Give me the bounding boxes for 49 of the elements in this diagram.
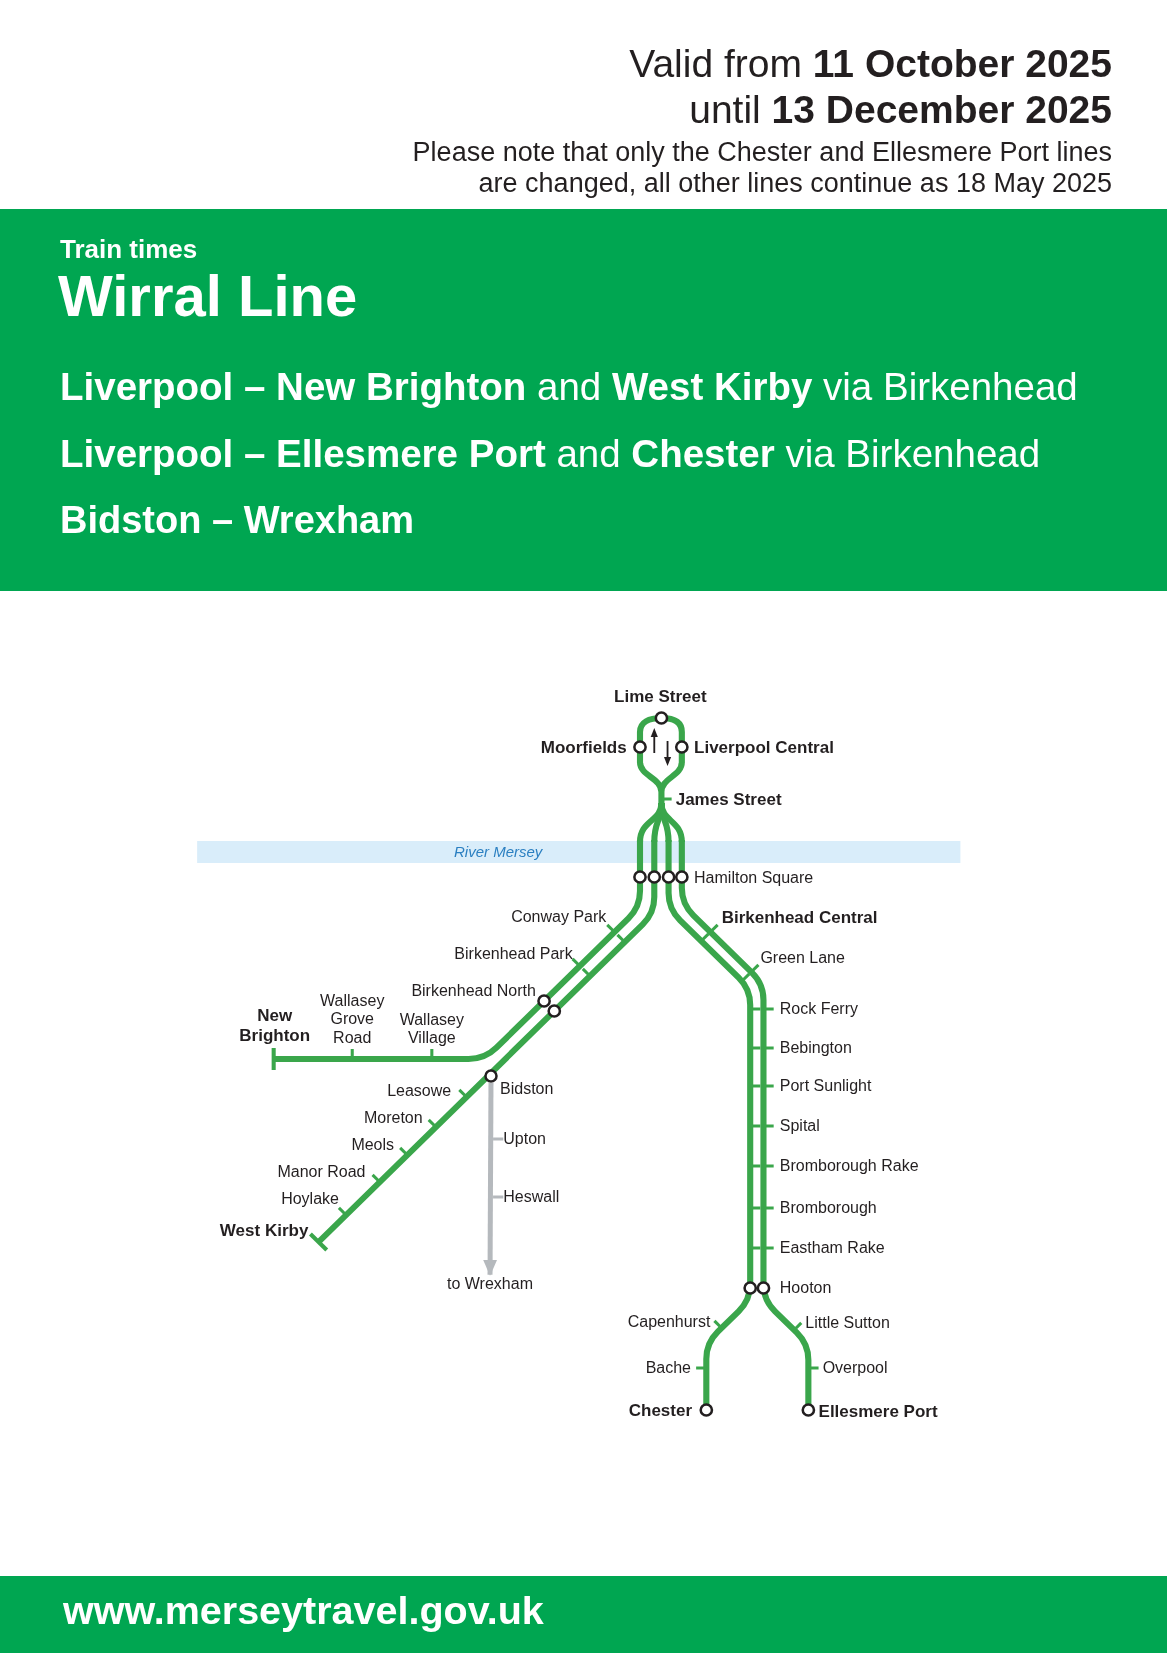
station-label: Conway Park [511,907,607,927]
station-label: Leasowe [387,1081,452,1101]
river-label: River Mersey [454,843,543,861]
station-label: Port Sunlight [779,1076,872,1096]
station-label: Overpool [822,1358,888,1378]
route-arrow [483,1083,498,1276]
station-label: Ellesmere Port [818,1402,938,1422]
station-label: Rock Ferry [779,999,858,1019]
route-heading: Liverpool – Ellesmere Port and Chester via Birkenhead [60,431,1041,477]
station-label: Birkenhead Central [721,908,878,928]
station-label: Liverpool Central [694,738,834,758]
station-label: Wallasey Village [398,1010,465,1048]
station-label: Spital [779,1116,820,1136]
station-label: Hooton [779,1278,832,1298]
destination-label: to Wrexham [447,1274,533,1294]
station-label: Capenhurst [627,1312,711,1332]
station-label: West Kirby [219,1221,309,1241]
station-label: Wallasey Grove Road [319,992,386,1048]
station-label: Bache [645,1358,691,1378]
station-label: Hamilton Square [694,868,814,888]
station-label: Bebington [779,1038,852,1058]
station-label: Lime Street [614,687,707,707]
notice-text: Please note that only the Chester and Ellesmere Port lines are changed, all other lines continue as 18 May 2025 [411,136,1112,200]
station-label: Bromborough Rake [779,1156,919,1176]
subtitle: Train times [60,235,198,265]
route-heading: Bidston – Wrexham [60,499,415,543]
validity-date: Valid from 11 October 2025 [629,41,1112,87]
station-label: Meols [351,1135,395,1155]
station-label: Heswall [503,1187,560,1207]
station-label: Eastham Rake [779,1238,885,1258]
station-label: Birkenhead North [411,981,536,1001]
station-label: Moorfields [540,738,627,758]
website-address: www.merseytravel.gov.uk [63,1588,544,1634]
station-label: New Brighton [238,1006,312,1046]
route-heading: Liverpool – New Brighton and West Kirby via Birkenhead [60,364,1078,410]
station-label: Moreton [363,1108,423,1128]
title: Wirral Line [58,262,358,330]
station-label: Birkenhead Park [454,944,573,964]
validity-date: until 13 December 2025 [689,87,1112,133]
station-label: Hoylake [281,1189,339,1209]
station-ring [484,1069,498,1083]
station-label: Manor Road [277,1162,366,1182]
station-label: Bidston [500,1079,554,1099]
station-label: James Street [675,790,782,810]
station-label: Green Lane [760,948,845,968]
station-label: Chester [628,1401,693,1421]
station-label: Upton [503,1129,546,1149]
station-label: Little Sutton [805,1313,890,1333]
station-label: Bromborough [779,1198,877,1218]
